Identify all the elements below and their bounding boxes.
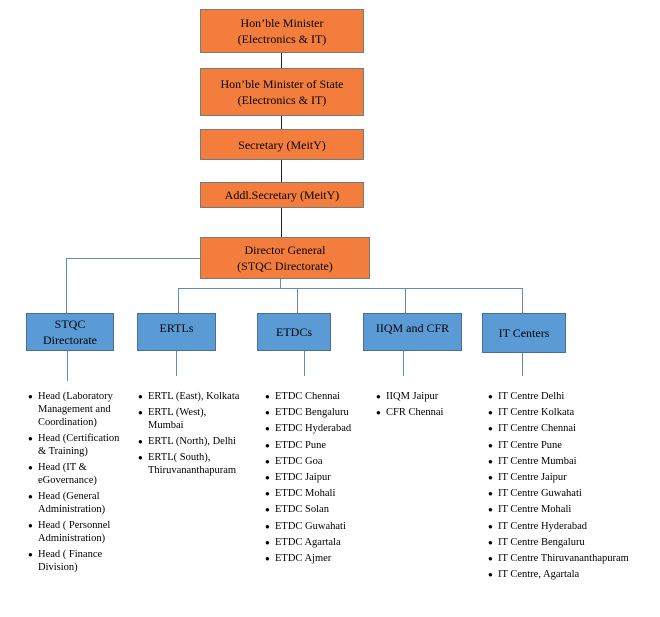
minister-subtitle: (Electronics & IT) [237,32,327,46]
list-item: IT Centre Mohali [488,503,656,516]
connector-iiqm-list [403,351,404,376]
connector-branch-bus [178,288,523,289]
list-item: ETDC Goa [265,455,365,468]
connector-stqc-list [67,351,68,381]
connector-stqc-drop [66,258,67,313]
list-item: IT Centre Delhi [488,390,656,403]
minister-box: Hon’ble Minister (Electronics & IT) [200,9,364,53]
it-centers-list: IT Centre Delhi IT Centre Kolkata IT Cen… [488,390,656,584]
list-item: IT Centre Kolkata [488,406,656,419]
list-item: Head ( Finance Division) [28,548,128,574]
addl-secretary-box: Addl.Secretary (MeitY) [200,182,364,208]
branch-label-line: ERTLs [159,321,194,335]
list-item: ETDC Hyderabad [265,422,365,435]
list-item: ETDC Chennai [265,390,365,403]
branch-label-line: IIQM and CFR [375,321,450,335]
list-item: ETDC Ajmer [265,552,365,565]
list-item: Head (IT & eGovernance) [28,461,128,487]
minister-of-state-subtitle: (Electronics & IT) [237,93,327,107]
list-item: IT Centre Thiruvananthapuram [488,552,656,565]
list-item: ETDC Agartala [265,536,365,549]
secretary-label: Secretary (MeitY) [238,137,326,152]
list-item: ETDC Mohali [265,487,365,500]
list-item: ERTL (North), Delhi [138,435,256,448]
iiqm-cfr-list: IIQM Jaipur CFR Chennai [376,390,476,422]
list-item: IT Centre Mumbai [488,455,656,468]
addl-secretary-label: Addl.Secretary (MeitY) [224,188,340,202]
list-item: ETDC Solan [265,503,365,516]
list-item: ERTL( South), Thiruvananthapuram [138,451,236,477]
connector-itcenters-list [522,351,523,376]
minister-of-state-box: Hon’ble Minister of State (Electronics &… [200,68,364,116]
director-general-title: Director General [244,243,326,257]
connector-addl-dg [281,208,282,237]
connector-etdcs-drop [297,288,298,313]
director-general-box: Director General (STQC Directorate) [200,237,370,279]
connector-mos-secretary [281,116,282,129]
list-item: IT Centre, Agartala [488,568,656,581]
list-item: Head (Laboratory Management and Coordina… [28,390,128,429]
connector-ertls-list [176,351,177,376]
branch-iiqm-cfr: IIQM and CFR [363,313,462,351]
list-item: IIQM Jaipur [376,390,476,403]
branch-ertls: ERTLs [137,313,216,351]
branch-label-line: IT Centers [498,326,550,340]
list-item: Head (General Administration) [28,490,128,516]
branch-label-line: Directorate [43,333,97,347]
branch-stqc-directorate: STQC Directorate [26,313,114,351]
list-item: CFR Chennai [376,406,476,419]
list-item: ETDC Pune [265,439,365,452]
connector-ertls-drop [178,288,179,313]
connector-etdcs-list [304,351,305,376]
connector-dg-left [66,258,200,259]
list-item: IT Centre Chennai [488,422,656,435]
list-item: Head ( Personnel Administration) [28,519,128,545]
connector-minister-mos [281,53,282,68]
branch-it-centers: IT Centers [482,313,566,353]
branch-label-line: STQC [54,317,86,331]
list-item: IT Centre Hyderabad [488,520,656,533]
etdcs-list: ETDC Chennai ETDC Bengaluru ETDC Hyderab… [265,390,365,568]
list-item: ETDC Jaipur [265,471,365,484]
branch-etdcs: ETDCs [257,313,331,351]
list-item: ERTL (East), Kolkata [138,390,256,403]
stqc-directorate-list: Head (Laboratory Management and Coordina… [28,390,128,577]
list-item: ERTL (West), Mumbai [138,406,220,432]
list-item: IT Centre Jaipur [488,471,656,484]
secretary-box: Secretary (MeitY) [200,129,364,160]
list-item: IT Centre Bengaluru [488,536,656,549]
list-item: ETDC Bengaluru [265,406,365,419]
minister-title: Hon’ble Minister [240,16,324,30]
list-item: IT Centre Guwahati [488,487,656,500]
minister-of-state-title: Hon’ble Minister of State [220,77,344,91]
director-general-subtitle: (STQC Directorate) [237,259,333,273]
list-item: Head (Certification & Training) [28,432,128,458]
connector-dg-bus [280,279,281,288]
connector-secretary-addl [281,160,282,182]
list-item: IT Centre Pune [488,439,656,452]
connector-iiqm-drop [405,288,406,313]
connector-itcenters-drop [522,288,523,313]
list-item: ETDC Guwahati [265,520,365,533]
branch-label-line: ETDCs [276,325,312,339]
ertls-list: ERTL (East), Kolkata ERTL (West), Mumbai… [138,390,256,480]
